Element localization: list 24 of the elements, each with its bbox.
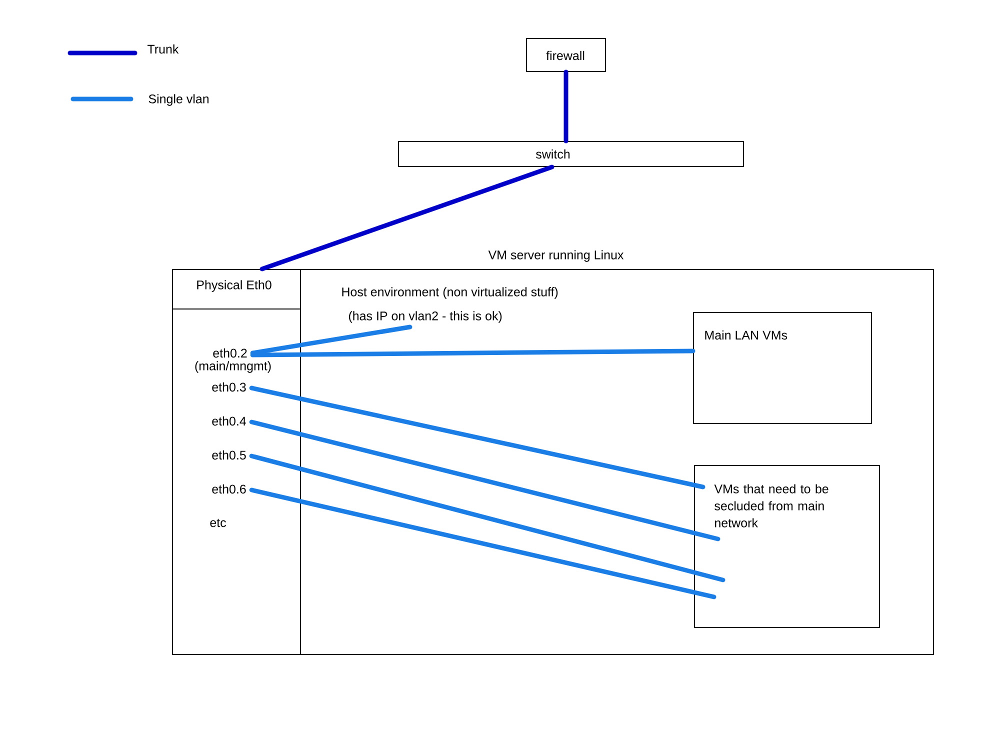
connector-line: [249, 454, 726, 582]
port-label: eth0.3: [212, 382, 246, 392]
connector-line: [260, 164, 554, 272]
connector-line: [249, 488, 716, 600]
port-note: (main/mngmt): [195, 361, 271, 373]
port-label: eth0.4: [212, 416, 246, 426]
port-label: eth0.6: [212, 484, 246, 494]
port-label: eth0.2: [213, 348, 247, 358]
connector-line: [249, 386, 706, 490]
legend-label: Trunk: [148, 44, 179, 54]
connector-line: [249, 420, 720, 542]
vm-group-box: Main LAN VMs: [693, 312, 872, 424]
connector-line: [250, 324, 412, 356]
note-text: etc: [210, 518, 226, 528]
connector-line: [564, 70, 568, 144]
vm-group-box: VMs that need to be secluded from main network: [694, 465, 880, 628]
section-heading: Host environment (non virtualized stuff): [342, 287, 558, 299]
node-label: VM server running Linux: [488, 250, 624, 262]
port-label: eth0.5: [212, 450, 246, 460]
legend-label: Single vlan: [148, 94, 209, 106]
switch-box: switch: [398, 141, 744, 167]
connector-line: [250, 348, 696, 358]
firewall-box: firewall: [526, 38, 606, 72]
note-text: (has IP on vlan2 - this is ok): [348, 311, 502, 323]
